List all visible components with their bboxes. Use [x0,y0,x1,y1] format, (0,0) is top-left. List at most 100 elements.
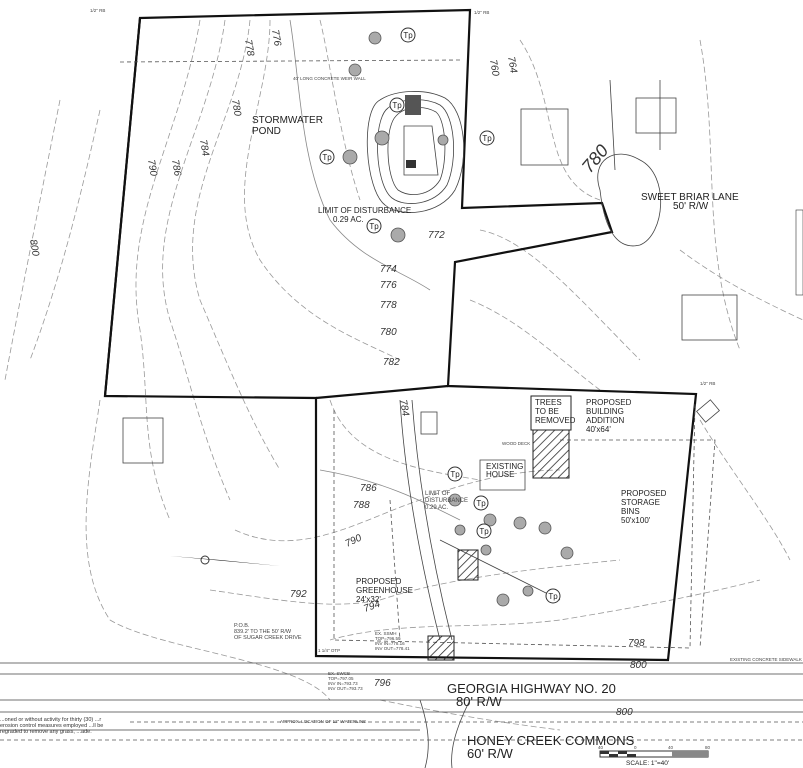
svg-text:760: 760 [487,59,501,78]
svg-text:780: 780 [229,99,243,118]
svg-text:788: 788 [353,500,370,511]
erosion-control-note: ...oned or without activity for thirty (… [0,717,104,735]
svg-text:EX. SSMH: EX. SSMH [375,631,397,636]
svg-text:778: 778 [380,300,397,311]
honey-creek-commons-label: HONEY CREEK COMMONS [467,733,635,748]
svg-text:EXISTING CONCRETE SIDEWALK: EXISTING CONCRETE SIDEWALK [730,657,802,662]
svg-text:Tp: Tp [450,470,460,479]
proposed-building-addition [532,429,570,479]
trees [342,31,574,607]
svg-text:Tp: Tp [479,527,489,536]
svg-text:POND: POND [252,126,281,137]
svg-text:Tp: Tp [403,31,413,40]
north-arrow-icon [170,555,280,566]
svg-text:50' R/W: 50' R/W [673,201,709,212]
contour-lines [4,19,803,731]
svg-text:784: 784 [197,139,211,158]
svg-text:Tp: Tp [548,592,558,601]
svg-text:APPROX. LOCATION OF 12" WATERL: APPROX. LOCATION OF 12" WATERLINE [280,719,366,724]
pob-label: P.O.B. [234,623,250,629]
svg-text:GREENHOUSE: GREENHOUSE [356,586,413,595]
svg-text:776: 776 [380,280,397,291]
neighbor-house [681,294,738,341]
property-boundary [103,8,698,662]
svg-text:784: 784 [397,399,411,418]
svg-text:790: 790 [344,533,364,550]
svg-text:80' R/W: 80' R/W [456,694,503,709]
svg-text:50'x100': 50'x100' [621,516,651,525]
svg-text:DISTURBANCE: DISTURBANCE [425,498,468,504]
svg-text:774: 774 [380,264,397,275]
svg-text:40'x64': 40'x64' [586,425,611,434]
svg-text:792: 792 [290,589,307,600]
svg-text:INV IN=778.16: INV IN=778.16 [375,641,405,646]
svg-text:796: 796 [374,678,391,689]
svg-text:TO BE: TO BE [535,407,559,416]
svg-text:798: 798 [628,638,645,649]
svg-text:LIMIT OF: LIMIT OF [425,491,451,497]
greenhouse-label: PROPOSED [356,577,402,586]
tree-protection-markers: Tp Tp Tp Tp Tp Tp Tp Tp Tp [319,27,561,604]
svg-text:BINS: BINS [621,507,640,516]
revision-block [795,209,803,296]
svg-text:Tp: Tp [392,101,402,110]
svg-text:BUILDING: BUILDING [586,407,624,416]
scale-caption: SCALE: 1"=40' [626,760,669,767]
neighbor-house [635,97,677,134]
svg-text:0.29 AC.: 0.29 AC. [333,215,364,224]
setback-line-inner [389,439,716,649]
neighbor-house [520,108,569,166]
svg-text:INV IN=793.73: INV IN=793.73 [328,681,358,686]
svg-text:40: 40 [598,745,604,750]
svg-text:790: 790 [145,159,159,178]
svg-text:800: 800 [630,660,647,671]
georgia-highway-label: GEORGIA HIGHWAY NO. 20 [447,681,616,696]
svg-text:TOP=797.05: TOP=797.05 [328,676,354,681]
svg-text:STORAGE: STORAGE [621,498,660,507]
svg-text:Tp: Tp [322,153,332,162]
stormwater-pond [366,91,465,213]
svg-text:1 1/4" OTP: 1 1/4" OTP [318,648,340,653]
svg-text:HOUSE: HOUSE [486,470,514,479]
svg-text:839.2' TO THE 50' R/W: 839.2' TO THE 50' R/W [234,629,292,635]
svg-text:800: 800 [616,707,633,718]
svg-text:80: 80 [705,745,711,750]
neighbor-house [122,417,164,464]
svg-text:764: 764 [505,56,519,75]
svg-text:TOP=796.59: TOP=796.59 [375,636,401,641]
svg-text:780: 780 [578,141,613,177]
svg-text:782: 782 [383,357,400,368]
svg-text:0: 0 [634,745,637,750]
svg-text:1/2" RB: 1/2" RB [90,8,105,13]
svg-text:778: 778 [242,39,256,58]
limit-disturbance-label: LIMIT OF DISTURBANCE [318,206,411,215]
building-addition-label: PROPOSED [586,398,632,407]
existing-house-label: EXISTING [486,462,523,471]
svg-text:60' R/W: 60' R/W [467,746,514,761]
svg-text:ADDITION: ADDITION [586,416,624,425]
weir-wall [405,95,421,115]
svg-text:1/2" RB: 1/2" RB [474,10,489,15]
svg-text:1/2" RB: 1/2" RB [700,381,715,386]
sweet-briar-lane-label: SWEET BRIAR LANE [641,192,739,203]
roads [0,79,803,768]
svg-text:WOOD DECK: WOOD DECK [502,441,530,446]
svg-text:INV OUT=778.41: INV OUT=778.41 [375,646,410,651]
contour-labels: 760 764 772 774 776 778 780 780 782 784 … [27,29,647,718]
svg-text:24'x32': 24'x32' [356,595,381,604]
trees-removed-box [530,395,572,431]
svg-text:0.29 AC.: 0.29 AC. [425,505,448,511]
svg-text:40: 40 [668,745,674,750]
plan-labels: STORMWATER POND 40' LONG CONCRETE WEIR W… [90,8,802,761]
svg-text:INV OUT=793.73: INV OUT=793.73 [328,686,363,691]
proposed-greenhouse [457,549,479,581]
svg-text:776: 776 [269,29,283,48]
svg-text:EX. SWCB: EX. SWCB [328,671,350,676]
svg-text:786: 786 [169,159,183,178]
svg-text:REMOVED: REMOVED [535,416,576,425]
svg-text:40' LONG CONCRETE WEIR WALL: 40' LONG CONCRETE WEIR WALL [293,76,366,81]
svg-text:772: 772 [428,230,445,241]
svg-text:OF SUGAR CREEK DRIVE: OF SUGAR CREEK DRIVE [234,635,302,641]
storage-bins-label: PROPOSED [621,489,667,498]
